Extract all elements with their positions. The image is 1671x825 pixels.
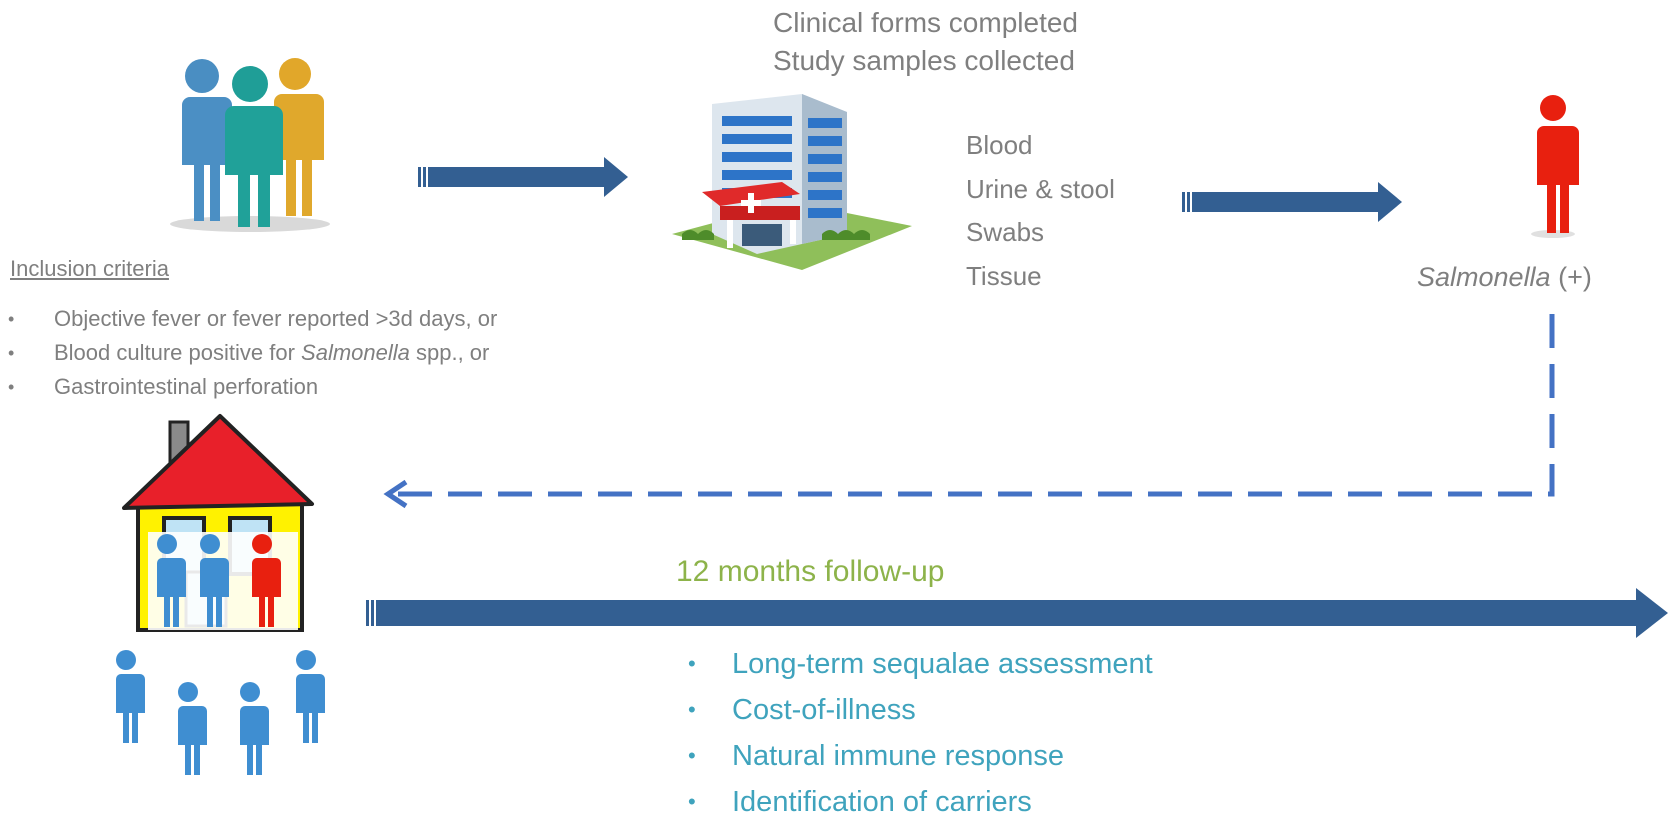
- outcome-sequelae-text: Long-term sequalae assessment: [732, 648, 1153, 680]
- followup-outcomes-list: • Long-term sequalae assessment • Cost-of-…: [680, 641, 1153, 825]
- household-people-icon: [112, 650, 325, 775]
- outcome-cost-text: Cost-of-illness: [732, 694, 916, 726]
- arrow-to-positive: [1182, 182, 1402, 222]
- sample-list: Blood Urine & stool Swabs Tissue: [966, 124, 1115, 298]
- salmonella-italic: Salmonella: [1417, 262, 1551, 292]
- sample-swabs: Swabs: [966, 217, 1045, 247]
- bullet: •: [8, 309, 15, 329]
- inclusion-criteria-title: Inclusion criteria: [10, 256, 169, 281]
- study-samples-text: Study samples collected: [773, 45, 1075, 76]
- positive-marker: (+): [1550, 262, 1592, 292]
- people-group-icon: [170, 58, 330, 232]
- hospital-icon: [672, 94, 912, 270]
- house-icon: [122, 414, 314, 632]
- outcome-cost: • Cost-of-illness: [680, 687, 1153, 733]
- clinical-steps: Clinical forms completed Study samples c…: [773, 4, 1078, 80]
- dashed-return-arrow: [383, 314, 1555, 509]
- bullet: •: [688, 697, 696, 722]
- criterion-perforation-text: Gastrointestinal perforation: [54, 374, 319, 399]
- criterion-fever: • Objective fever or fever reported >3d d…: [8, 302, 497, 336]
- arrow-to-hospital: [418, 157, 628, 197]
- bullet: •: [688, 651, 696, 676]
- red-person-icon: [1531, 95, 1579, 238]
- clinical-forms-text: Clinical forms completed: [773, 7, 1078, 38]
- outcome-immune: • Natural immune response: [680, 733, 1153, 779]
- sample-blood: Blood: [966, 130, 1033, 160]
- bullet: •: [688, 743, 696, 768]
- criterion-blood-culture: • Blood culture positive for Salmonella s…: [8, 336, 497, 370]
- salmonella-positive-label: Salmonella (+): [1417, 262, 1592, 293]
- criterion-blood-culture-text: Blood culture positive for: [54, 340, 302, 365]
- bullet: •: [688, 789, 696, 814]
- sample-urine-stool: Urine & stool: [966, 173, 1115, 204]
- criterion-salmonella-italic: Salmonella: [301, 340, 410, 365]
- criterion-perforation: • Gastrointestinal perforation: [8, 370, 497, 404]
- outcome-carriers-text: Identification of carriers: [732, 786, 1032, 818]
- criterion-blood-culture-suffix: spp., or: [409, 340, 490, 365]
- sample-tissue: Tissue: [966, 260, 1042, 291]
- bullet: •: [8, 343, 15, 363]
- criterion-fever-text: Objective fever or fever reported >3d da…: [54, 306, 498, 331]
- outcome-carriers: • Identification of carriers: [680, 779, 1153, 825]
- outcome-immune-text: Natural immune response: [732, 740, 1065, 772]
- outcome-sequelae: • Long-term sequalae assessment: [680, 641, 1153, 687]
- followup-arrow: [366, 588, 1668, 638]
- inclusion-criteria-list: • Objective fever or fever reported >3d d…: [8, 302, 497, 404]
- followup-label: 12 months follow-up: [676, 555, 945, 588]
- bullet: •: [8, 377, 15, 397]
